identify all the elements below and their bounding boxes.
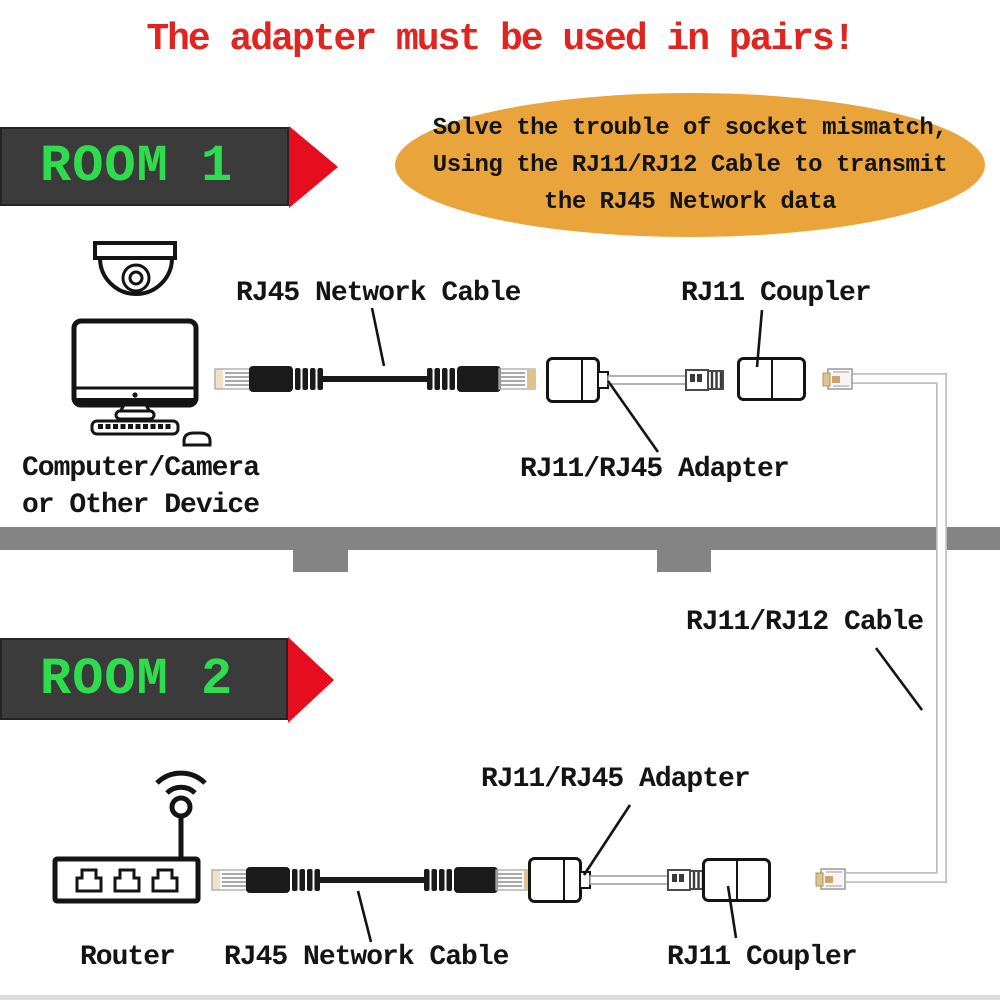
room2-banner: ROOM 2: [0, 638, 288, 720]
coupler-bottom-pointer-line: [726, 885, 738, 939]
rj45-cable-bottom-icon: [211, 866, 533, 894]
adapter-top-pointer-line: [606, 380, 660, 453]
dome-camera-icon: [93, 241, 177, 296]
wall-divider: [0, 527, 1000, 572]
rj11-plug-top-icon: [822, 368, 853, 390]
label-rj11-rj12-cable: RJ11/RJ12 Cable: [686, 607, 924, 638]
mouse-icon: [182, 431, 212, 447]
computer-monitor-icon: [71, 318, 212, 447]
rj11-plug-bottom-icon: [815, 868, 846, 890]
room1-label: ROOM 1: [40, 137, 234, 196]
rj45-top-pointer-line: [370, 307, 386, 367]
room2-arrow-icon: [288, 637, 334, 723]
bubble-line-2: Using the RJ11/RJ12 Cable to transmit: [432, 151, 948, 179]
rj45-bottom-pointer-line: [356, 890, 373, 943]
label-device: Computer/Camera or Other Device: [22, 450, 260, 524]
wifi-router-icon: [52, 770, 207, 904]
rj11-coupler-bottom-icon: [702, 858, 771, 902]
label-rj45-cable-bottom: RJ45 Network Cable: [224, 942, 509, 973]
pointer-lines: [356, 307, 924, 943]
coupler-top-pointer-line: [755, 309, 764, 368]
label-rj11-coupler-bottom: RJ11 Coupler: [667, 942, 858, 973]
bubble-line-1: Solve the trouble of socket mismatch,: [432, 114, 948, 142]
bubble-line-3: the RJ45 Network data: [544, 188, 836, 216]
rj45-cable-top-icon: [214, 365, 536, 393]
rj11-rj45-adapter-bottom-icon: [528, 857, 707, 903]
page-title: The adapter must be used in pairs!: [146, 18, 855, 61]
callout-bubble: Solve the trouble of socket mismatch, Us…: [395, 93, 985, 237]
rj11-rj45-adapter-top-icon: [546, 357, 725, 403]
label-device-line2: or Other Device: [22, 490, 260, 521]
label-adapter-bottom: RJ11/RJ45 Adapter: [481, 764, 751, 795]
room2-label: ROOM 2: [40, 649, 234, 709]
label-rj45-cable-top: RJ45 Network Cable: [236, 278, 521, 309]
rj11-cable-pointer-line: [874, 647, 924, 711]
rj11-coupler-top-icon: [737, 357, 806, 401]
adapter-bottom-pointer-line: [582, 804, 632, 876]
room1-arrow-icon: [289, 126, 338, 208]
rj11-rj12-cable-line: [846, 373, 947, 883]
label-router: Router: [80, 942, 176, 973]
room1-banner: ROOM 1: [0, 127, 289, 206]
image-bottom-border: [0, 995, 1000, 1000]
label-adapter-top: RJ11/RJ45 Adapter: [520, 454, 790, 485]
label-device-line1: Computer/Camera: [22, 453, 260, 484]
label-rj11-coupler-top: RJ11 Coupler: [681, 278, 872, 309]
